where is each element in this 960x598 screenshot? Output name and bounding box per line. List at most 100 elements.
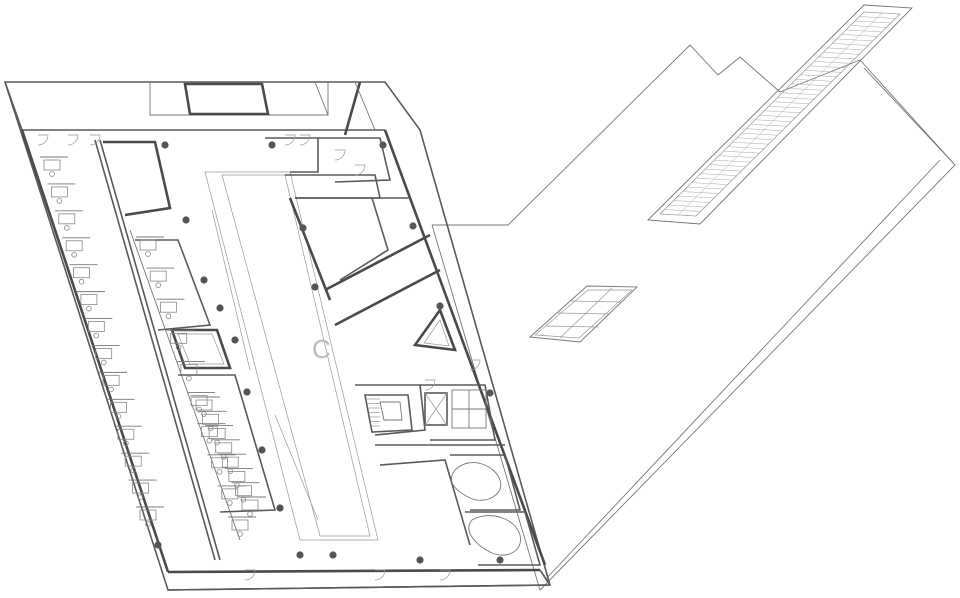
chair bbox=[175, 344, 182, 351]
skylight-hatch-line bbox=[677, 12, 883, 216]
column bbox=[258, 446, 266, 454]
desk bbox=[149, 270, 167, 282]
chair bbox=[145, 251, 151, 257]
door-swing bbox=[354, 164, 366, 176]
roof-outline bbox=[431, 44, 956, 591]
chair bbox=[78, 278, 85, 285]
chair bbox=[145, 521, 151, 527]
chair bbox=[86, 305, 92, 312]
entrance-canopy bbox=[149, 81, 376, 136]
desk bbox=[110, 401, 127, 413]
chair bbox=[56, 198, 63, 204]
desk bbox=[202, 413, 219, 425]
chair bbox=[186, 375, 192, 382]
chair bbox=[206, 437, 213, 444]
chair bbox=[226, 500, 233, 506]
column bbox=[154, 541, 162, 549]
planters bbox=[450, 462, 521, 556]
chair bbox=[247, 511, 253, 517]
skylight-grid bbox=[528, 285, 639, 343]
door-swing bbox=[37, 134, 49, 146]
door-swing bbox=[244, 569, 256, 581]
door-swing bbox=[299, 134, 311, 146]
column bbox=[299, 224, 307, 232]
column bbox=[243, 388, 251, 396]
chair bbox=[216, 468, 223, 475]
desk bbox=[170, 332, 188, 344]
column bbox=[200, 276, 208, 284]
column bbox=[161, 141, 169, 149]
triangle-void bbox=[412, 307, 457, 352]
chair bbox=[93, 332, 100, 339]
desk bbox=[95, 348, 113, 359]
door-swing bbox=[67, 134, 79, 146]
desk bbox=[58, 213, 76, 225]
column bbox=[311, 283, 319, 291]
desk bbox=[80, 294, 98, 306]
desk bbox=[208, 428, 226, 439]
doors bbox=[37, 134, 481, 581]
desk bbox=[139, 239, 157, 251]
desk bbox=[180, 364, 198, 375]
door-swing bbox=[284, 134, 296, 146]
desk bbox=[215, 442, 233, 454]
column bbox=[231, 336, 239, 344]
chair bbox=[237, 531, 243, 537]
desk bbox=[124, 455, 142, 467]
desk bbox=[228, 471, 246, 482]
light-well bbox=[170, 328, 232, 370]
desk bbox=[235, 485, 252, 497]
door-swing bbox=[469, 359, 481, 371]
building-envelope bbox=[3, 81, 552, 591]
column bbox=[268, 141, 276, 149]
door-swing bbox=[334, 149, 346, 161]
door-swing bbox=[89, 134, 101, 146]
column bbox=[416, 556, 424, 564]
column bbox=[182, 216, 190, 224]
column bbox=[496, 556, 504, 564]
column bbox=[409, 222, 417, 230]
desk bbox=[231, 519, 249, 531]
workstations bbox=[40, 156, 266, 537]
column bbox=[486, 389, 494, 397]
column bbox=[276, 504, 284, 512]
chair bbox=[71, 251, 77, 258]
chair bbox=[123, 440, 129, 447]
desk bbox=[160, 301, 177, 313]
desk bbox=[132, 482, 150, 494]
desk bbox=[139, 509, 157, 521]
desk bbox=[221, 456, 239, 468]
chair bbox=[155, 282, 162, 288]
chair bbox=[108, 386, 114, 393]
door-swing bbox=[424, 379, 436, 391]
desk bbox=[211, 457, 228, 469]
column bbox=[216, 304, 224, 312]
chair bbox=[130, 467, 137, 473]
chair bbox=[196, 406, 202, 413]
chair bbox=[115, 413, 122, 420]
desk bbox=[50, 186, 68, 198]
chair bbox=[100, 359, 107, 366]
desk bbox=[102, 374, 120, 386]
structural-columns bbox=[154, 141, 504, 564]
elevator bbox=[424, 389, 487, 429]
chair bbox=[63, 225, 70, 231]
desk bbox=[87, 321, 105, 332]
skylight-strip bbox=[646, 4, 914, 225]
door-swing bbox=[439, 569, 451, 581]
office-wing bbox=[94, 139, 277, 561]
desk bbox=[73, 267, 90, 279]
column bbox=[329, 551, 337, 559]
desk bbox=[221, 488, 239, 500]
desk bbox=[117, 428, 135, 440]
desk bbox=[190, 395, 208, 406]
column bbox=[296, 551, 304, 559]
central-atrium: C bbox=[204, 171, 379, 541]
column bbox=[436, 302, 444, 310]
desk bbox=[195, 399, 213, 411]
desk bbox=[43, 159, 61, 171]
atrium-label: C bbox=[312, 334, 331, 364]
stair bbox=[364, 394, 413, 433]
desk bbox=[241, 499, 259, 511]
